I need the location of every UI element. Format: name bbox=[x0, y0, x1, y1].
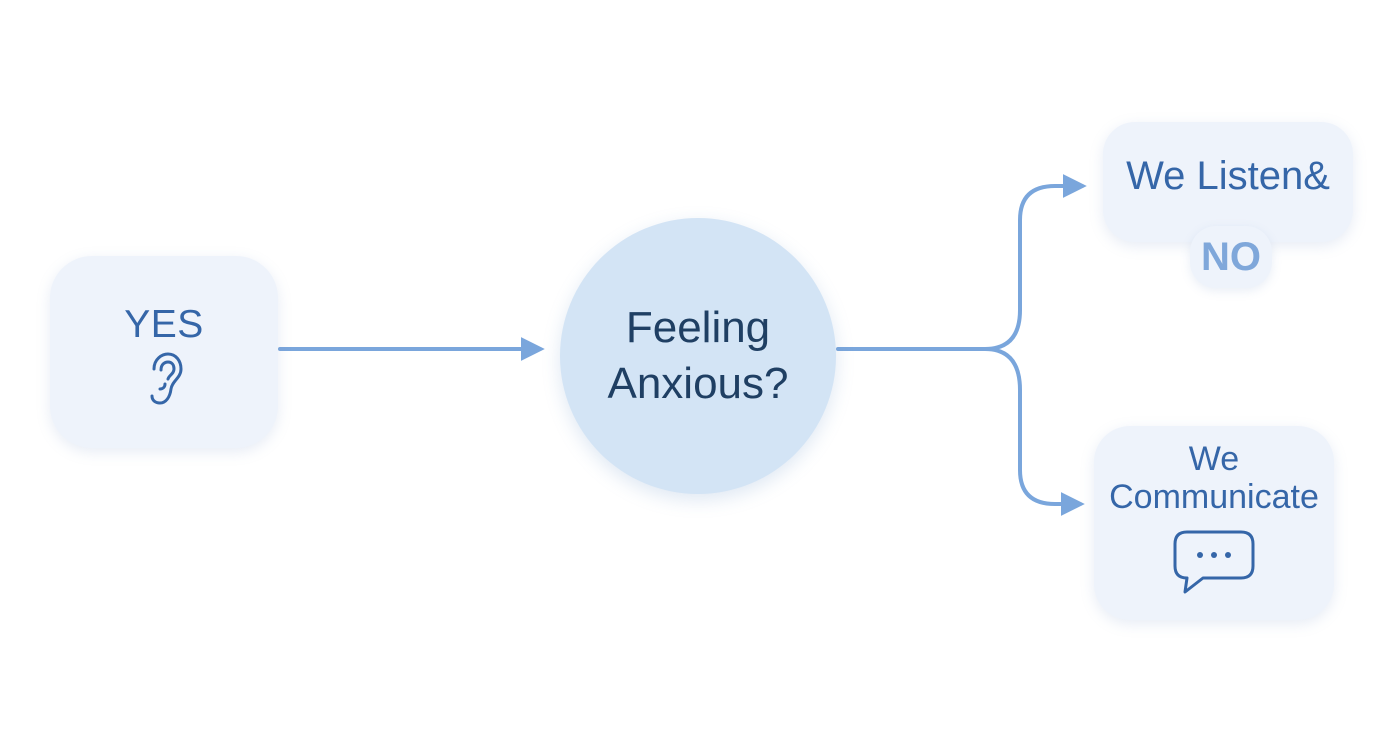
yes-node: YES bbox=[50, 256, 278, 448]
arrow-branch-to-communicate bbox=[983, 347, 1085, 516]
question-line-1: Feeling bbox=[625, 303, 771, 352]
ear-icon bbox=[150, 352, 183, 405]
listen-label: We Listen& bbox=[1126, 154, 1330, 198]
arrow-branch-to-listen bbox=[983, 174, 1087, 351]
no-label: NO bbox=[1201, 235, 1261, 279]
communicate-node: We Communicate bbox=[1094, 426, 1334, 620]
speech-bubble-icon bbox=[1173, 530, 1255, 594]
question-line-2: Anxious? bbox=[607, 359, 789, 408]
yes-label: YES bbox=[124, 303, 204, 346]
communicate-line-1: We bbox=[1188, 440, 1240, 478]
listen-node: We Listen& bbox=[1103, 122, 1353, 242]
no-node: NO bbox=[1190, 226, 1272, 288]
question-node: Feeling Anxious? bbox=[560, 218, 836, 494]
communicate-line-2: Communicate bbox=[1109, 478, 1319, 516]
